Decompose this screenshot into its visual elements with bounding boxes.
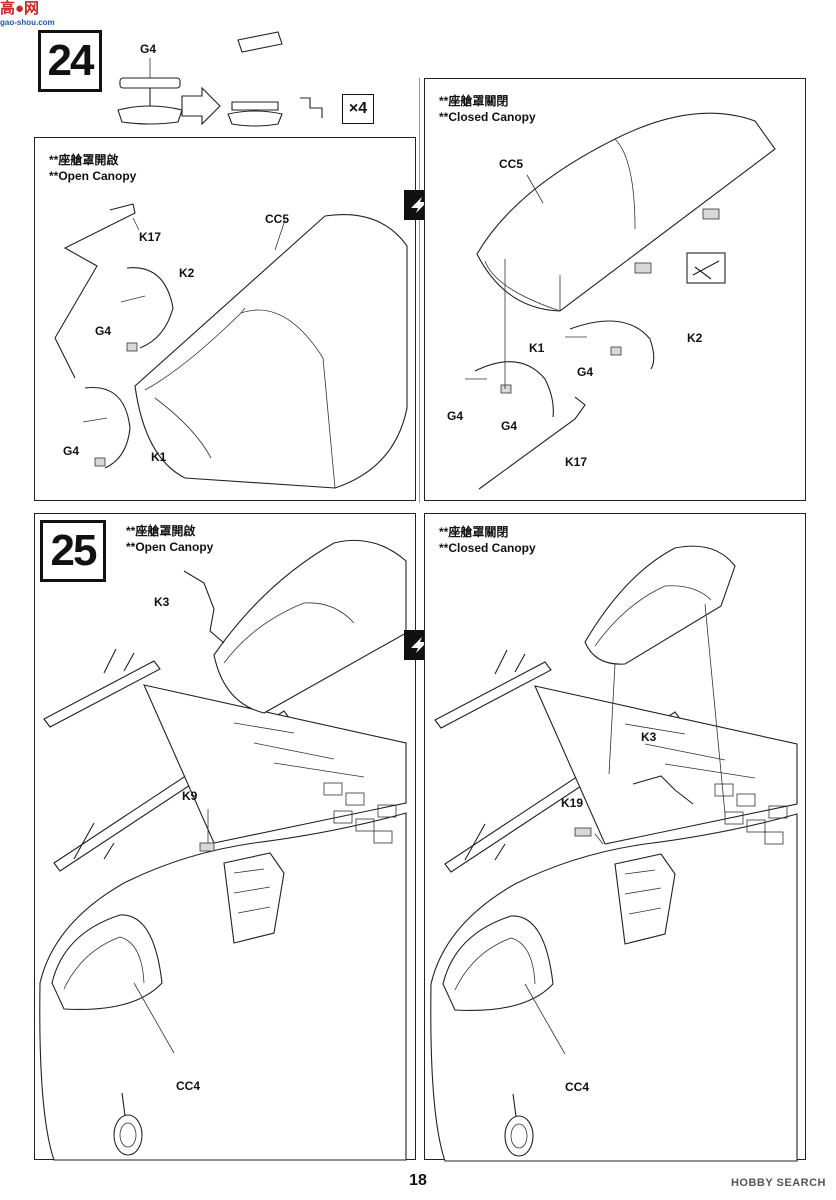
open-panel-title: **座艙罩開啟 **Open Canopy [49,152,136,184]
closed-panel-title: **座艙罩關閉 **Closed Canopy [439,524,536,556]
k17-label: K17 [139,230,162,244]
title-en: **Open Canopy [49,169,137,183]
step-24-open-panel: **座艙罩開啟 **Open Canopy K17 K2 G4 G4 K1 CC… [34,137,416,501]
k19-label: K19 [561,796,584,810]
open-canopy-fuselage-drawing [39,539,407,1161]
g4-label-upper: G4 [95,324,112,338]
closed-canopy-exploded-drawing [465,112,776,490]
step-24-number: 24 [47,36,95,85]
g4-part-label: G4 [140,42,157,56]
site-watermark: 高●网 gao-shou.com [0,0,80,27]
quantity-badge: ×4 [342,94,374,124]
quantity-text: ×4 [348,100,368,117]
closed-canopy-fuselage-drawing [430,545,798,1162]
g4-label-right: G4 [577,365,594,379]
page-number: 18 [409,1172,427,1189]
footer-brand-text: HOBBY SEARCH [730,1177,826,1189]
step-24-closed-panel: **座艙罩關閉 **Closed Canopy CC5 K1 K2 G4 G4 … [424,78,806,501]
cc4-label: CC4 [565,1080,590,1094]
step-25-closed-panel: **座艙罩關閉 **Closed Canopy [424,513,806,1162]
k3-label: K3 [641,730,657,744]
title-zh: **座艙罩開啟 [126,524,196,538]
step-24-number-box: 24 [38,30,102,92]
g4-label-left: G4 [447,409,464,423]
g4-part-drawing [117,31,323,127]
k3-label: K3 [154,595,170,609]
swap-arrows-glyph [411,197,427,213]
closed-panel-title: **座艙罩關閉 **Closed Canopy [439,93,536,125]
k1-label: K1 [529,341,545,355]
step-25-number: 25 [50,526,98,575]
k9-label: K9 [182,789,198,803]
title-en: **Closed Canopy [439,541,536,555]
title-en: **Closed Canopy [439,110,536,124]
k2-label: K2 [687,331,703,345]
step-25-number-box: 25 [40,520,106,582]
cc5-label: CC5 [499,157,524,171]
title-en: **Open Canopy [126,540,214,554]
step-25-open-panel: **座艙罩開啟 **Open Canopy [34,513,416,1161]
watermark-url: gao-shou.com [0,18,55,27]
title-zh: **座艙罩關閉 [439,525,509,539]
center-divider [419,78,420,503]
footer-brand: HOBBY SEARCH [731,1177,826,1189]
g4-label-mid: G4 [501,419,518,433]
title-zh: **座艙罩關閉 [439,94,509,108]
k1-label: K1 [151,450,167,464]
cc5-label: CC5 [265,212,290,226]
watermark-brand: 高●网 [0,0,40,17]
cc4-label: CC4 [176,1079,201,1093]
g4-label-lower: G4 [63,444,80,458]
open-canopy-exploded-drawing [54,203,408,489]
title-zh: **座艙罩開啟 [49,153,119,167]
open-panel-title: **座艙罩開啟 **Open Canopy [126,523,213,555]
swap-arrows-glyph [411,637,427,653]
k17-label: K17 [565,455,588,469]
k2-label: K2 [179,266,195,280]
